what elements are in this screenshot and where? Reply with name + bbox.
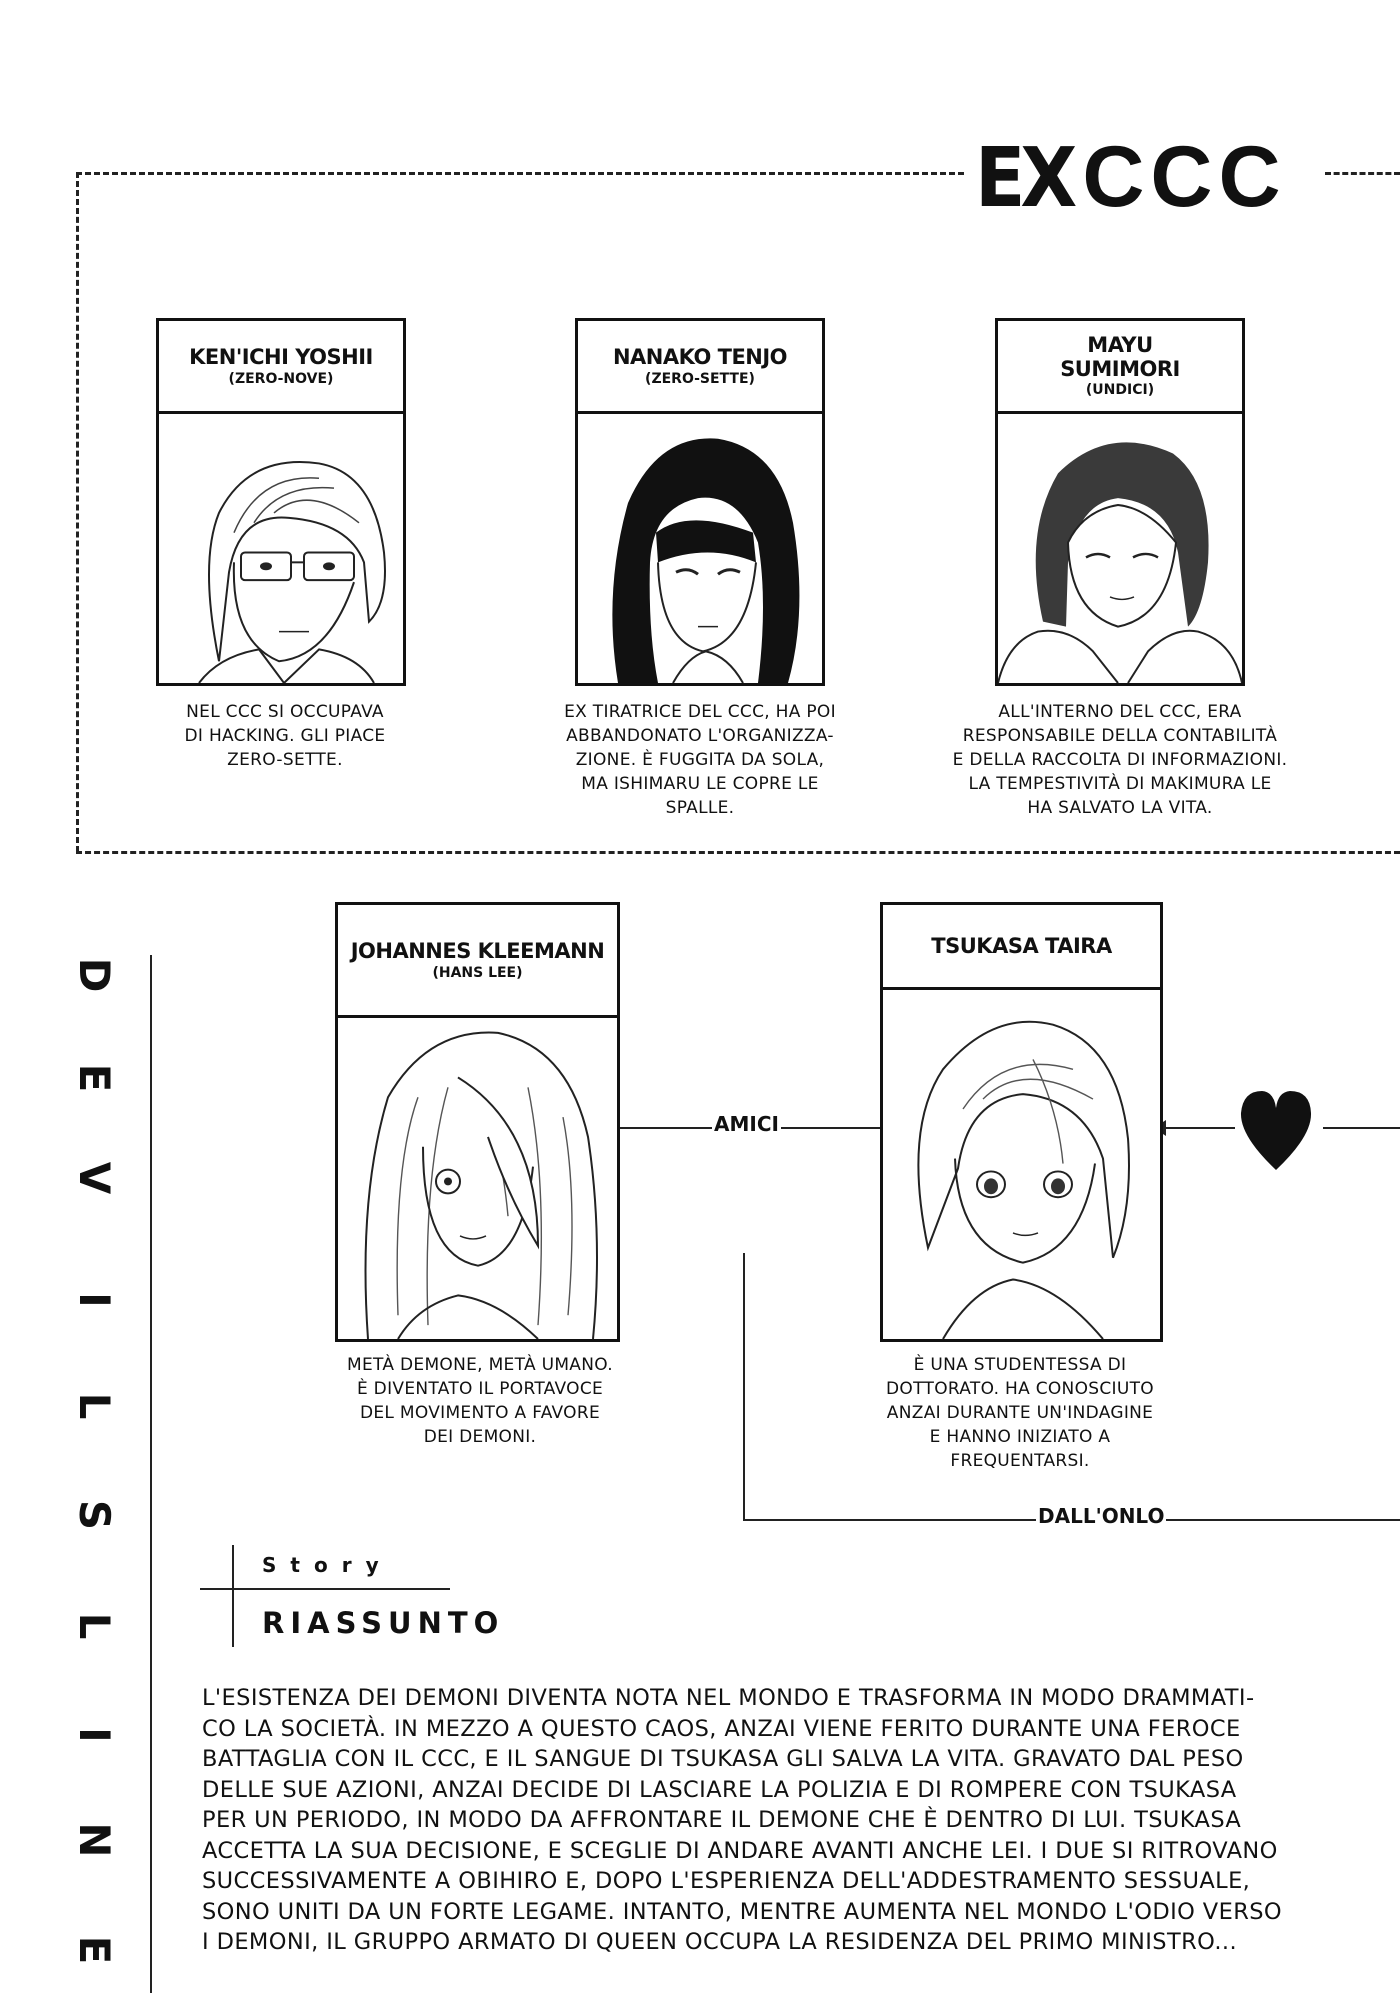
character-card-yoshii: KEN'ICHI YOSHII (ZERO-NOVE) bbox=[156, 318, 406, 686]
side-title-letter: E bbox=[70, 1063, 119, 1093]
story-title: RIASSUNTO bbox=[262, 1606, 505, 1640]
character-card-taira: TSUKASA TAIRA bbox=[880, 902, 1163, 1342]
relation-label-dallonlo: DALL'ONLO bbox=[1036, 1504, 1167, 1528]
character-description: NEL CCC SI OCCUPAVA DI HACKING. GLI PIAC… bbox=[184, 702, 386, 770]
character-alias: (ZERO-NOVE) bbox=[228, 371, 334, 387]
card-header: MAYU SUMIMORI (UNDICI) bbox=[998, 321, 1242, 414]
side-title-letter: L bbox=[70, 1392, 119, 1420]
side-title-letter: D bbox=[70, 957, 119, 993]
card-header: KEN'ICHI YOSHII (ZERO-NOVE) bbox=[159, 321, 403, 414]
section-title-ex: EX bbox=[975, 131, 1077, 226]
character-alias: (ZERO-SETTE) bbox=[645, 371, 755, 387]
portrait-sumimori bbox=[998, 414, 1242, 683]
character-card-sumimori: MAYU SUMIMORI (UNDICI) bbox=[995, 318, 1245, 686]
character-name: KEN'ICHI YOSHII bbox=[189, 345, 373, 369]
side-title-letter: V bbox=[70, 1161, 119, 1195]
side-title-letter: N bbox=[70, 1822, 119, 1858]
side-title-letter: E bbox=[70, 1935, 119, 1965]
character-alias: (HANS LEE) bbox=[432, 965, 523, 981]
relation-label-amici: AMICI bbox=[712, 1112, 781, 1136]
ccc-frame-top-right bbox=[1325, 172, 1400, 175]
section-title-ccc: CCC bbox=[1082, 129, 1287, 225]
portrait-yoshii bbox=[159, 414, 403, 683]
heart-icon bbox=[1238, 1088, 1314, 1172]
side-title-letter: I bbox=[70, 1727, 119, 1743]
ccc-frame-left bbox=[76, 172, 79, 852]
relation-line-down bbox=[743, 1253, 745, 1521]
card-header: NANAKO TENJO (ZERO-SETTE) bbox=[578, 321, 822, 414]
story-cross-vertical bbox=[232, 1545, 234, 1647]
relation-line-heart bbox=[1160, 1127, 1235, 1129]
character-description: METÀ DEMONE, METÀ UMANO. È DIVENTATO IL … bbox=[347, 1355, 613, 1447]
relation-line-right bbox=[1323, 1127, 1400, 1129]
card-header: TSUKASA TAIRA bbox=[883, 905, 1160, 990]
character-name: JOHANNES KLEEMANN bbox=[350, 939, 605, 963]
side-title-letter: L bbox=[70, 1612, 119, 1640]
character-name: NANAKO TENJO bbox=[612, 345, 788, 369]
ccc-frame-bottom bbox=[76, 851, 1400, 854]
character-card-tenjo: NANAKO TENJO (ZERO-SETTE) bbox=[575, 318, 825, 686]
card-header: JOHANNES KLEEMANN (HANS LEE) bbox=[338, 905, 617, 1018]
story-cross-horizontal bbox=[200, 1588, 450, 1590]
story-summary: L'ESISTENZA DEI DEMONI DIVENTA NOTA NEL … bbox=[202, 1685, 1283, 1955]
side-title-letter: I bbox=[70, 1292, 119, 1308]
portrait-tenjo bbox=[578, 414, 822, 683]
ccc-frame-top-left bbox=[76, 172, 964, 175]
character-name: MAYU SUMIMORI bbox=[1060, 333, 1180, 381]
portrait-kleemann bbox=[338, 1018, 617, 1339]
character-description: EX TIRATRICE DEL CCC, HA POI ABBANDONATO… bbox=[564, 702, 836, 818]
character-description: ALL'INTERNO DEL CCC, ERA RESPONSABILE DE… bbox=[952, 702, 1288, 818]
character-name: TSUKASA TAIRA bbox=[931, 934, 1112, 958]
character-description: È UNA STUDENTESSA DI DOTTORATO. HA CONOS… bbox=[886, 1355, 1154, 1471]
character-card-kleemann: JOHANNES KLEEMANN (HANS LEE) bbox=[335, 902, 620, 1342]
side-title-letter: S bbox=[70, 1499, 119, 1531]
side-title-rule bbox=[150, 955, 152, 1993]
character-alias: (UNDICI) bbox=[1085, 382, 1155, 398]
portrait-taira bbox=[883, 990, 1160, 1339]
story-label: Story bbox=[262, 1553, 393, 1577]
